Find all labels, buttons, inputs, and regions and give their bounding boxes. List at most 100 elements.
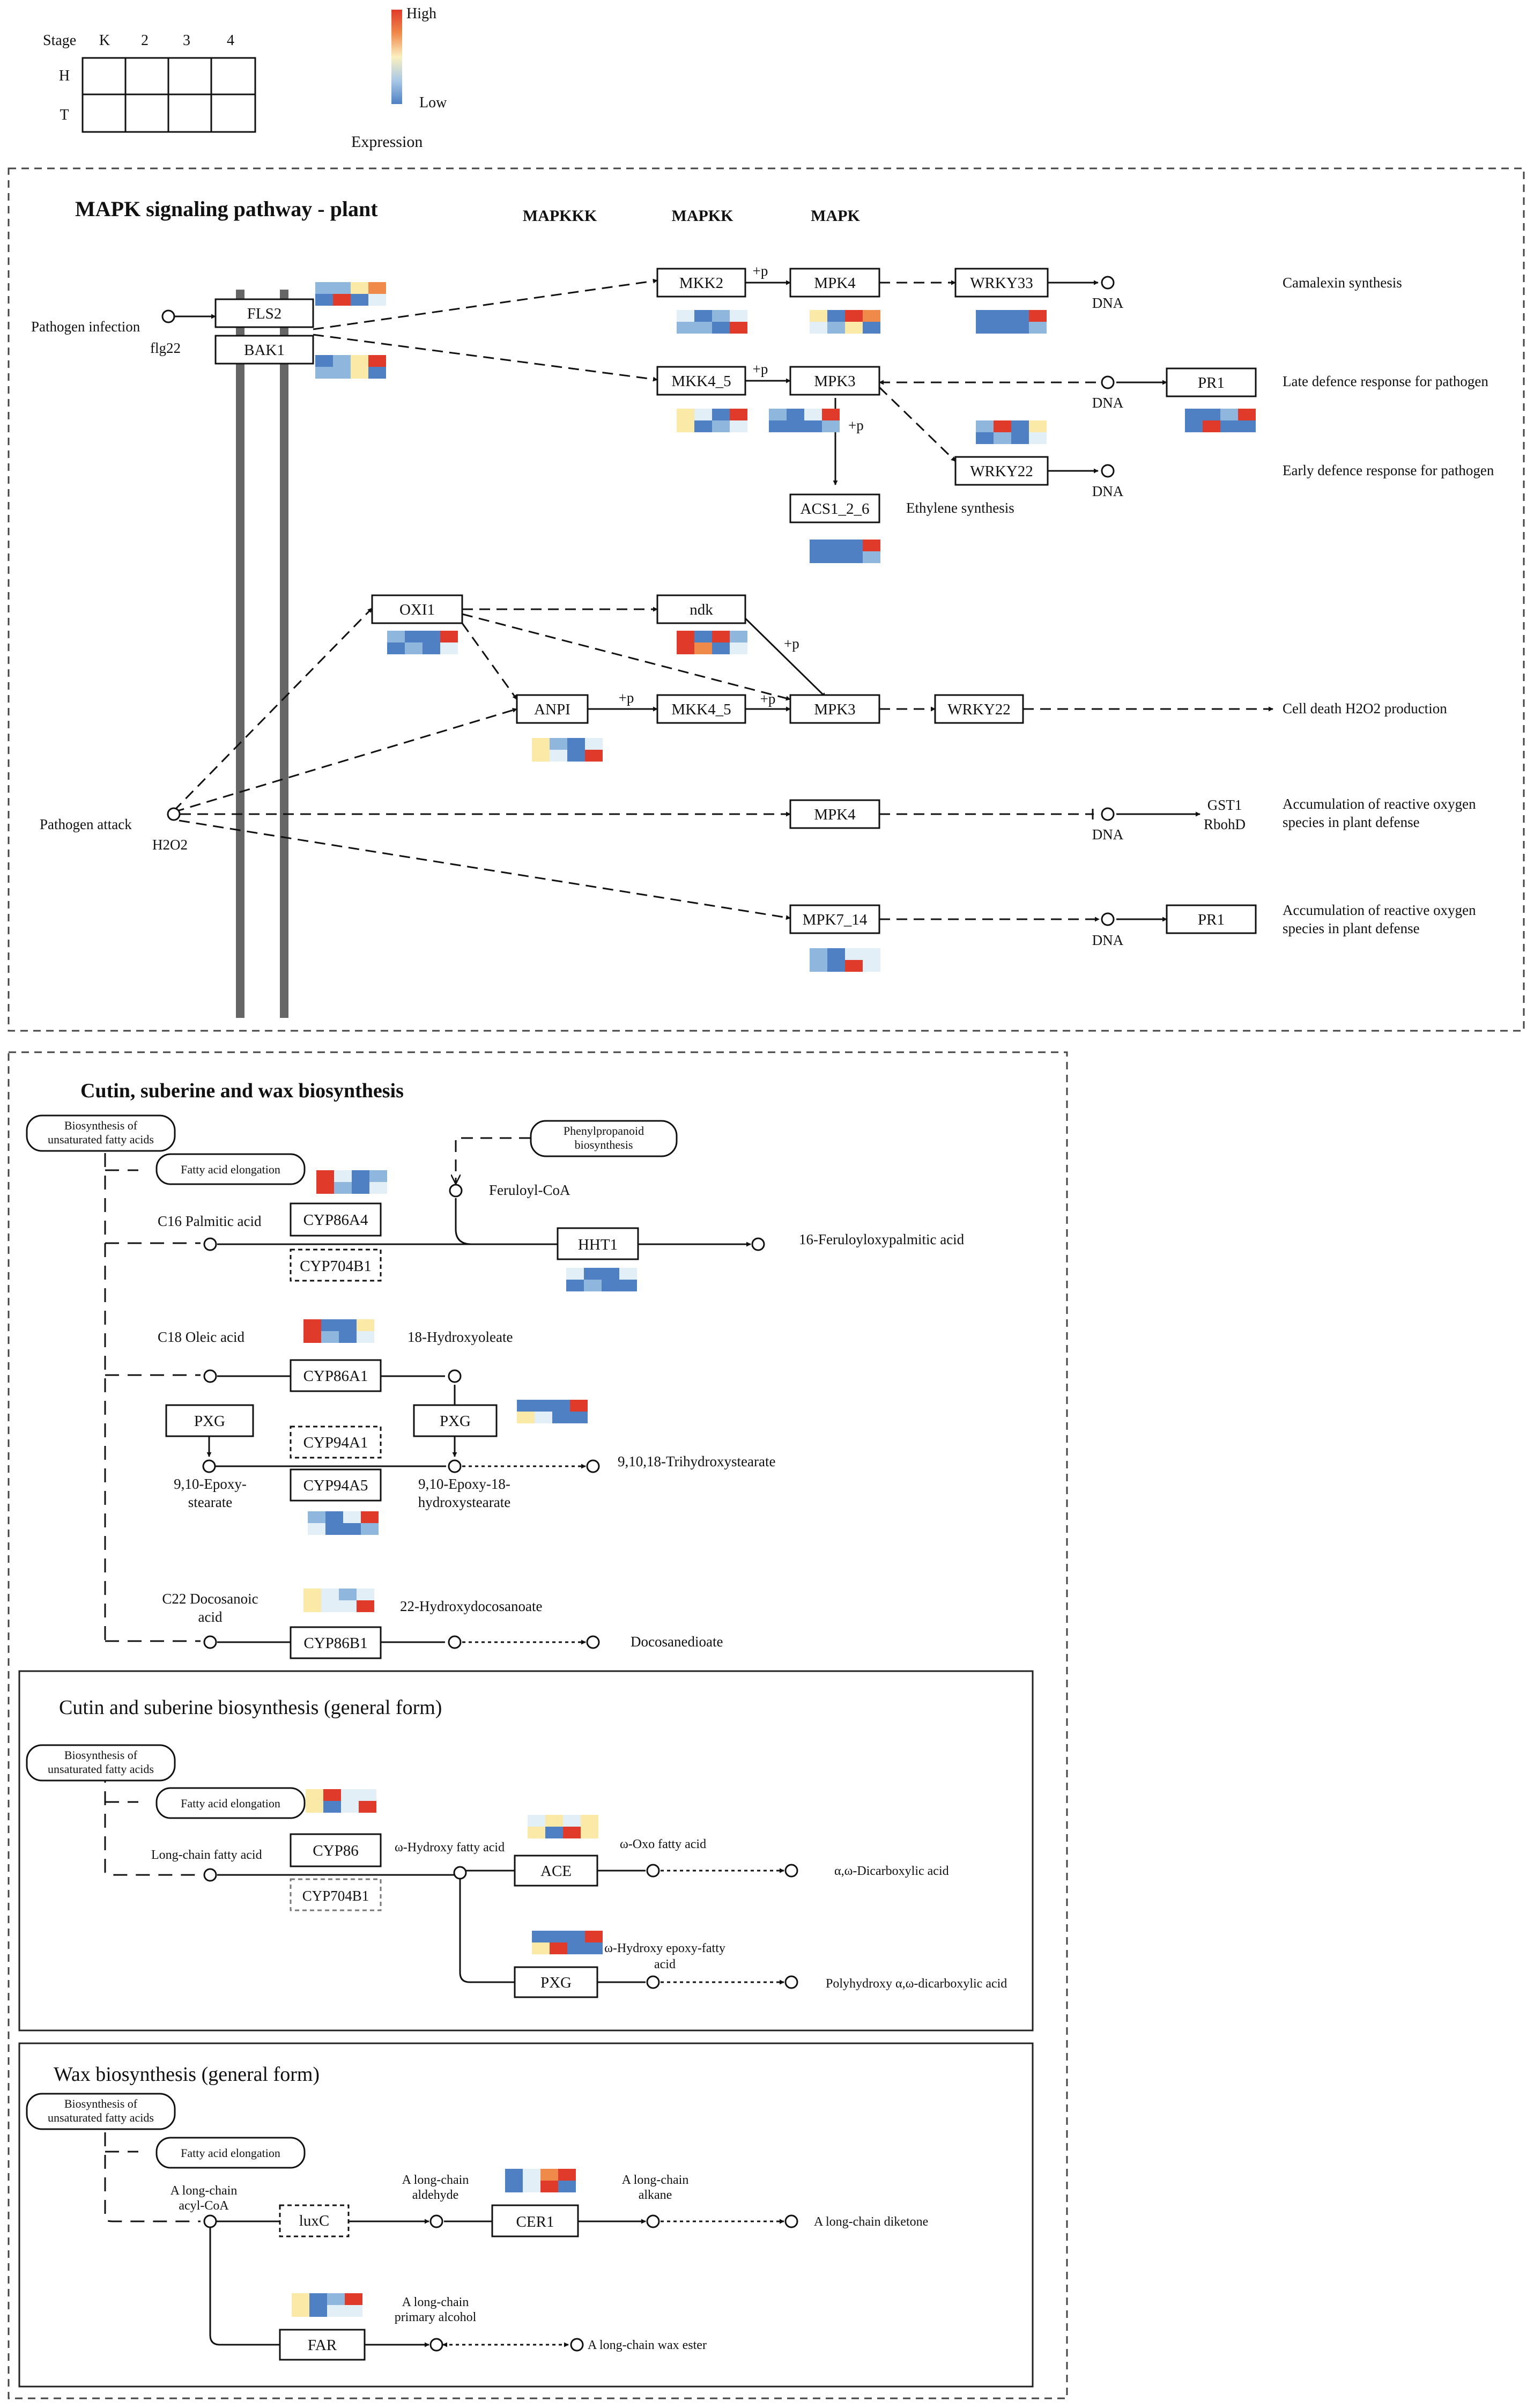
label-plus-p-3: +p: [848, 417, 864, 433]
heatmap-cell: [550, 738, 567, 750]
heatmap-cell: [540, 2169, 558, 2181]
heatmap-cell: [387, 642, 405, 654]
cutin-section-frame: [8, 1051, 1068, 2399]
heatmap-cell: [327, 2305, 345, 2317]
heatmap-cell: [602, 1280, 619, 1291]
mapk-section: MAPK signaling pathway - plant MAPKKK MA…: [31, 197, 1494, 1018]
heatmap-cell: [567, 1931, 585, 1942]
heatmap-pr1: [1185, 409, 1256, 432]
legend-row-h: H: [59, 68, 70, 84]
heatmap-cell: [523, 2169, 540, 2181]
heatmap-cell: [712, 322, 730, 334]
heatmap-cell: [552, 1400, 570, 1412]
wax-bio-unsat-line2: unsaturated fatty acids: [48, 2111, 154, 2124]
heatmap-cell: [303, 1589, 321, 1600]
heatmap-wrky22: [976, 420, 1047, 444]
heatmap-cell: [361, 1523, 379, 1535]
heatmap-cell: [810, 551, 827, 563]
heatmap-cell: [368, 355, 386, 367]
heatmap-cell: [303, 1331, 321, 1343]
heatmap-cell: [532, 750, 550, 762]
wax-edges: [104, 2132, 784, 2347]
heatmap-cell: [585, 1942, 603, 1954]
heatmap-cell: [333, 294, 351, 306]
heatmap-cell: [343, 1511, 361, 1523]
heatmap-cell: [602, 1268, 619, 1280]
label-omega-hydroxy: ω-Hydroxy fatty acid: [395, 1841, 505, 1855]
label-alcohol-line2: primary alcohol: [395, 2310, 477, 2324]
heatmap-cell: [810, 310, 827, 322]
heatmap-cell: [563, 1827, 581, 1838]
heatmap-cell: [677, 642, 694, 654]
heatmap-cell: [535, 1400, 552, 1412]
heatmap-cell: [712, 310, 730, 322]
heatmap-cell: [976, 310, 994, 322]
heatmap-cell: [845, 948, 863, 960]
mapk-edges: [173, 278, 1273, 922]
heatmap-bak1: [315, 355, 386, 379]
gene-wrky22-mid: WRKY22: [947, 701, 1011, 718]
gene-bak1: BAK1: [244, 342, 285, 359]
heatmap-cell: [822, 420, 840, 432]
general-section-frame: [18, 1670, 1034, 2032]
cutin-gene-boxes: [165, 1202, 639, 1659]
heatmap-cell: [523, 2181, 540, 2192]
heatmap-cell: [994, 432, 1011, 444]
heatmap-cell: [994, 420, 1011, 432]
heatmap-cell: [863, 322, 880, 334]
heatmap-cell: [323, 1789, 341, 1801]
heatmap-cell: [352, 1182, 369, 1194]
heatmap-cell: [315, 294, 333, 306]
label-ros-2a: Accumulation of reactive oxygen: [1283, 902, 1476, 918]
label-long-chain-fatty-acid: Long-chain fatty acid: [151, 1848, 262, 1862]
heatmap-cell: [863, 948, 880, 960]
heatmap-cell: [567, 738, 585, 750]
gene-luxc: luxC: [299, 2212, 329, 2229]
heatmap-cell: [558, 2169, 576, 2181]
heatmap-cell: [810, 960, 827, 972]
heatmap-cell: [315, 355, 333, 367]
gene-ndk: ndk: [690, 601, 713, 618]
heatmap-cell: [694, 642, 712, 654]
heatmap-cell: [787, 420, 804, 432]
heatmap-cell: [570, 1412, 588, 1423]
label-pathogen-attack: Pathogen attack: [40, 816, 132, 832]
label-epoxy-fatty-line1: ω-Hydroxy epoxy-fatty: [604, 1941, 725, 1955]
heatmap-cell: [361, 1511, 379, 1523]
general-gene-boxes: [290, 1833, 598, 1998]
heatmap-cell: [341, 1789, 359, 1801]
gene-pxg-left: PXG: [194, 1413, 225, 1430]
legend-expression: Expression: [351, 133, 423, 151]
heatmap-cell: [1203, 420, 1220, 432]
heatmap-cell: [976, 322, 994, 334]
gene-cyp86: CYP86: [313, 1842, 358, 1859]
wax-section-frame: [18, 2042, 1034, 2388]
legend-stage-2: 2: [141, 32, 149, 49]
heatmap-cell: [712, 631, 730, 642]
heatmap-cell: [323, 1801, 341, 1813]
label-omega-oxo: ω-Oxo fatty acid: [620, 1837, 706, 1851]
label-c18: C18 Oleic acid: [158, 1329, 244, 1345]
heatmap-mpk4: [810, 310, 880, 334]
legend-low: Low: [419, 94, 447, 111]
cutin-compound-circles: [202, 1184, 765, 1649]
gene-wrky33: WRKY33: [970, 275, 1033, 292]
heatmap-cell: [567, 750, 585, 762]
label-epoxy-fatty-line2: acid: [654, 1958, 676, 1971]
heatmap-mpk7-14: [810, 948, 880, 972]
heatmap-cell: [730, 631, 747, 642]
heatmap-cell: [325, 1511, 343, 1523]
heatmap-general-elongation: [306, 1789, 376, 1813]
label-c22-line2: acid: [198, 1609, 223, 1625]
heatmap-cell: [1011, 322, 1029, 334]
general-labels: Biosynthesis of unsaturated fatty acids …: [48, 1748, 1007, 1991]
gene-pxg-general: PXG: [540, 1974, 572, 1991]
gene-ace: ACE: [540, 1863, 572, 1880]
gene-cyp94a5: CYP94A5: [303, 1477, 368, 1494]
expression-color-bar: [391, 10, 402, 104]
legend-stage-label: Stage: [43, 32, 76, 49]
heatmap-cell: [352, 1170, 369, 1182]
heatmap-cell: [308, 1523, 325, 1535]
label-cell-death: Cell death H2O2 production: [1283, 700, 1447, 717]
heatmap-cell: [730, 642, 747, 654]
